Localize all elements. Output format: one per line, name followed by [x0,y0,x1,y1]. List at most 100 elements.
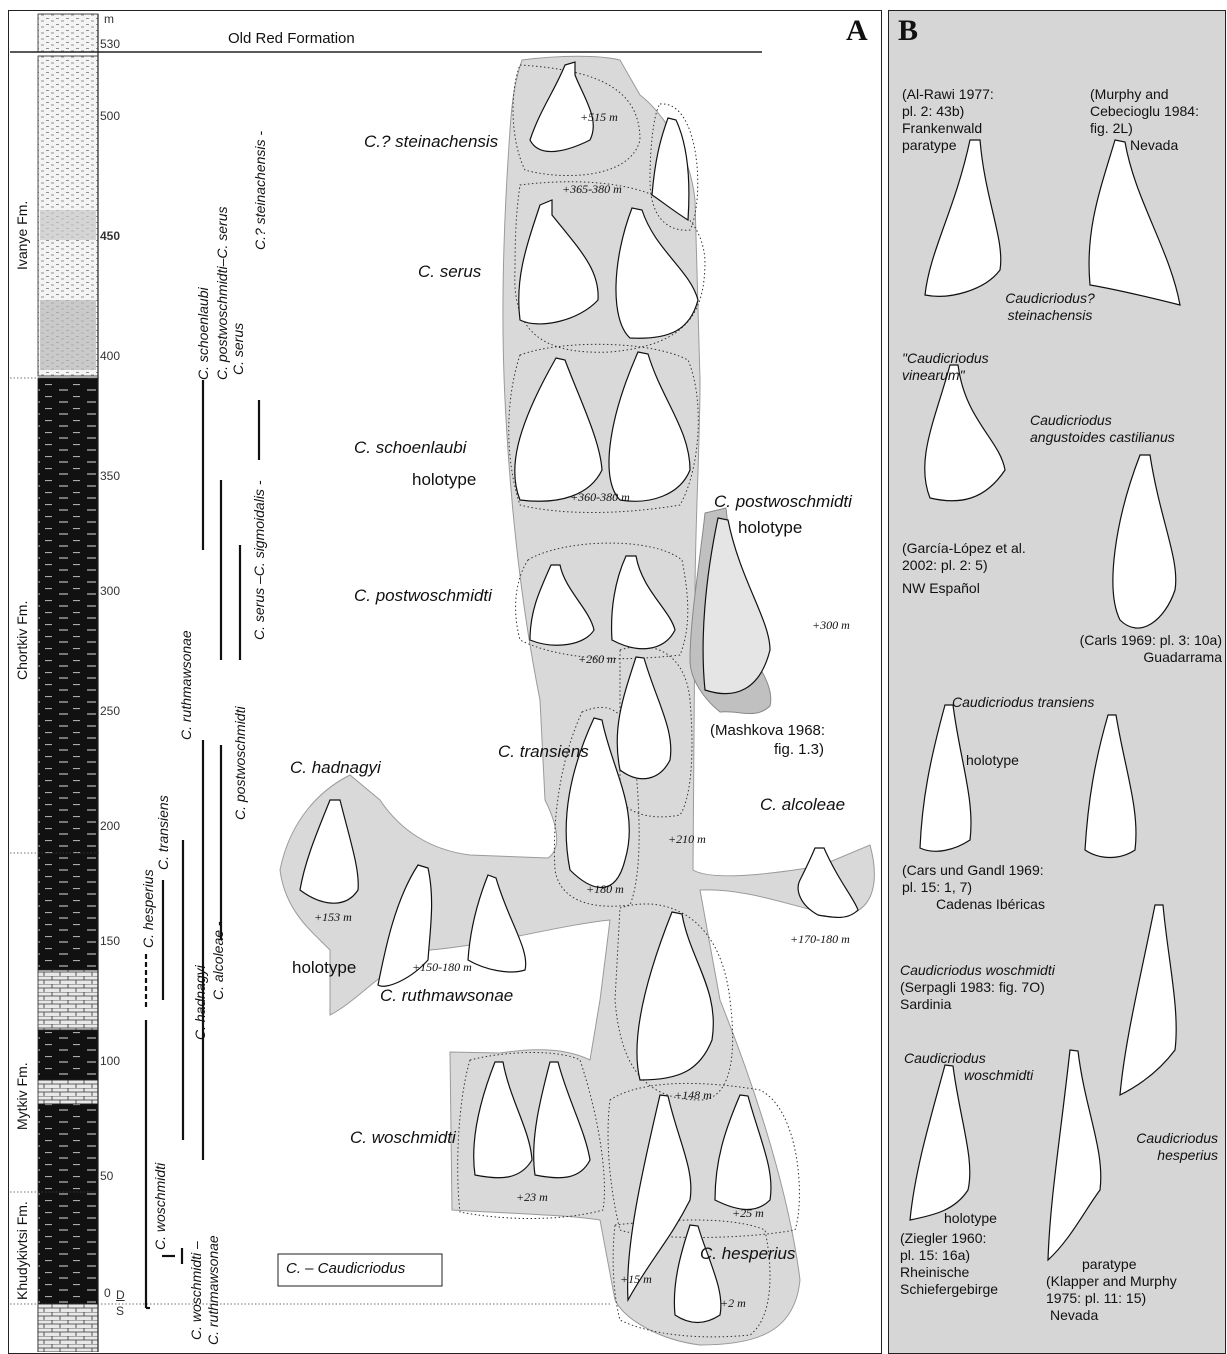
taxon-woschmidti: C. woschmidti [350,1128,456,1148]
woschmidti-serpagli: Caudicriodus woschmidti (Serpagli 1983: … [900,962,1055,1013]
steinach-line-1: Caudicriodus? [980,290,1120,307]
tick-150: 150 [100,934,120,948]
postwoschmidti-holotype: holotype [738,518,802,538]
garcia-line-2: 2002: pl. 2: 5) [902,557,1026,574]
mashkova-ref-1: (Mashkova 1968: [710,722,825,739]
murphy-line-4: Nevada [1090,137,1199,154]
vinearum-name: "Caudicriodus vinearum" [902,350,989,384]
klapper-line-1: (Klapper and Murphy [1046,1273,1177,1290]
vinearum-line-1: "Caudicriodus [902,350,989,367]
garcia-ref: (García-López et al. 2002: pl. 2: 5) NW … [902,540,1026,597]
garcia-line-1: (García-López et al. [902,540,1026,557]
level-153: +153 m [314,910,352,925]
murphy-line-3: fig. 2L) [1090,120,1199,137]
level-360-380: +360-380 m [570,490,630,505]
taxon-alcoleae: C. alcoleae [760,795,845,815]
range-serus-sigmoidalis: C. serus –C. sigmoidalis - [251,481,267,641]
range-steinachensis: C.? steinachensis - [252,131,268,250]
vinearum-line-2: vinearum" [902,367,989,384]
alrawi-line-2: pl. 2: 43b) [902,103,994,120]
angustoides-line-2: angustoides castilianus [1030,429,1175,446]
garcia-line-3: NW Español [902,580,1026,597]
formation-khudykivtsi: Khudykivtsi Fm. [14,1201,30,1300]
taxon-hadnagyi: C. hadnagyi [290,758,381,778]
alrawi-line-4: paratype [902,137,994,154]
cars-line-2: pl. 15: 1, 7) [902,879,1045,896]
range-woschmidti: C. woschmidti [152,1163,168,1250]
range-alcoleae: C. alcoleae - [210,921,226,1000]
level-148: +148 m [674,1088,712,1103]
carls-line-1: (Carls 1969: pl. 3: 10a) [1052,632,1222,649]
level-2: +2 m [720,1296,746,1311]
tick-0: 0 [104,1286,111,1300]
range-postwoschmidti: C. postwoschmidti [232,706,248,820]
taxon-transiens: C. transiens [498,742,589,762]
boundary-devonian: D [116,1288,125,1302]
formation-ivanye: Ivanye Fm. [14,201,30,270]
klapper-line-3: Nevada [1046,1307,1177,1324]
range-ruthmawsonae: C. ruthmawsonae [178,630,194,740]
woschmidti-line-2: woschmidti [904,1067,1033,1084]
tick-350: 350 [100,469,120,483]
schoenlaubi-holotype: holotype [412,470,476,490]
depth-unit: m [104,12,114,26]
taxon-schoenlaubi: C. schoenlaubi [354,438,466,458]
lithologic-column [38,14,98,1352]
range-transiens: C. transiens [155,795,171,870]
level-515: +515 m [580,110,618,125]
carls-ref: (Carls 1969: pl. 3: 10a) Guadarrama [1052,632,1222,666]
range-hesperius: C. hesperius [140,869,156,948]
angustoides-name: Caudicriodus angustoides castilianus [1030,412,1175,446]
level-300: +300 m [812,618,850,633]
level-365-380: +365-380 m [562,182,622,197]
tick-50: 50 [100,1169,113,1183]
ziegler-line-1: (Ziegler 1960: [900,1230,998,1247]
level-180: +180 m [586,882,624,897]
range-woschmidti-ruthmawsonae-2: C. ruthmawsonae [205,1235,221,1345]
murphy-ref: (Murphy and Cebecioglu 1984: fig. 2L) Ne… [1090,86,1199,154]
serpagli-line-2: (Serpagli 1983: fig. 7O) [900,979,1055,996]
ziegler-line-3: Rheinische [900,1264,998,1281]
range-woschmidti-ruthmawsonae-1: C. woschmidti – [188,1241,204,1340]
mashkova-ref-2: fig. 1.3) [774,741,824,758]
steinachensis-name: Caudicriodus? steinachensis [980,290,1120,324]
alrawi-ref: (Al-Rawi 1977: pl. 2: 43b) Frankenwald p… [902,86,994,154]
level-170-180: +170-180 m [790,932,850,947]
tick-250: 250 [100,704,120,718]
ruthmawsonae-holotype: holotype [292,958,356,978]
range-hadnagyi: C. hadnagyi [192,965,208,1040]
tick-530: 530 [100,37,120,51]
klapper-line-2: 1975: pl. 11: 15) [1046,1290,1177,1307]
transiens-holotype: holotype [966,752,1019,769]
cars-ref: (Cars und Gandl 1969: pl. 15: 1, 7) Cade… [902,862,1045,913]
hesperius-line-2: hesperius [1112,1147,1218,1164]
hesperius-name: Caudicriodus hesperius [1112,1130,1218,1164]
ziegler-ref: (Ziegler 1960: pl. 15: 16a) Rheinische S… [900,1230,998,1298]
cars-line-1: (Cars und Gandl 1969: [902,862,1045,879]
hesperius-paratype: paratype [1082,1256,1136,1273]
cars-line-3: Cadenas Ibéricas [902,896,1045,913]
murphy-line-1: (Murphy and [1090,86,1199,103]
tick-450: 450 [100,229,120,243]
ziegler-line-2: pl. 15: 16a) [900,1247,998,1264]
range-serus: C. serus [230,323,246,375]
woschmidti-holotype: holotype [944,1210,997,1227]
angustoides-line-1: Caudicriodus [1030,412,1175,429]
range-postwoschmidti-serus: C. postwoschmidti–C. serus [214,206,230,380]
tick-300: 300 [100,584,120,598]
taxon-postwoschmidti: C. postwoschmidti [354,586,492,606]
alrawi-line-1: (Al-Rawi 1977: [902,86,994,103]
boundary-silurian: S [116,1304,124,1318]
legend-text: C. – Caudicriodus [286,1260,405,1277]
taxon-hesperius: C. hesperius [700,1244,795,1264]
formation-mytkiv: Mytkiv Fm. [14,1062,30,1130]
steinach-line-2: steinachensis [980,307,1120,324]
woschmidti-line-1: Caudicriodus [904,1050,1033,1067]
level-23: +23 m [516,1190,548,1205]
ziegler-line-4: Schiefergebirge [900,1281,998,1298]
hesperius-line-1: Caudicriodus [1112,1130,1218,1147]
tick-400: 400 [100,349,120,363]
level-260: +260 m [578,652,616,667]
taxon-postwoschmidti-right: C. postwoschmidti [714,492,852,512]
formation-chortkiv: Chortkiv Fm. [14,601,30,680]
